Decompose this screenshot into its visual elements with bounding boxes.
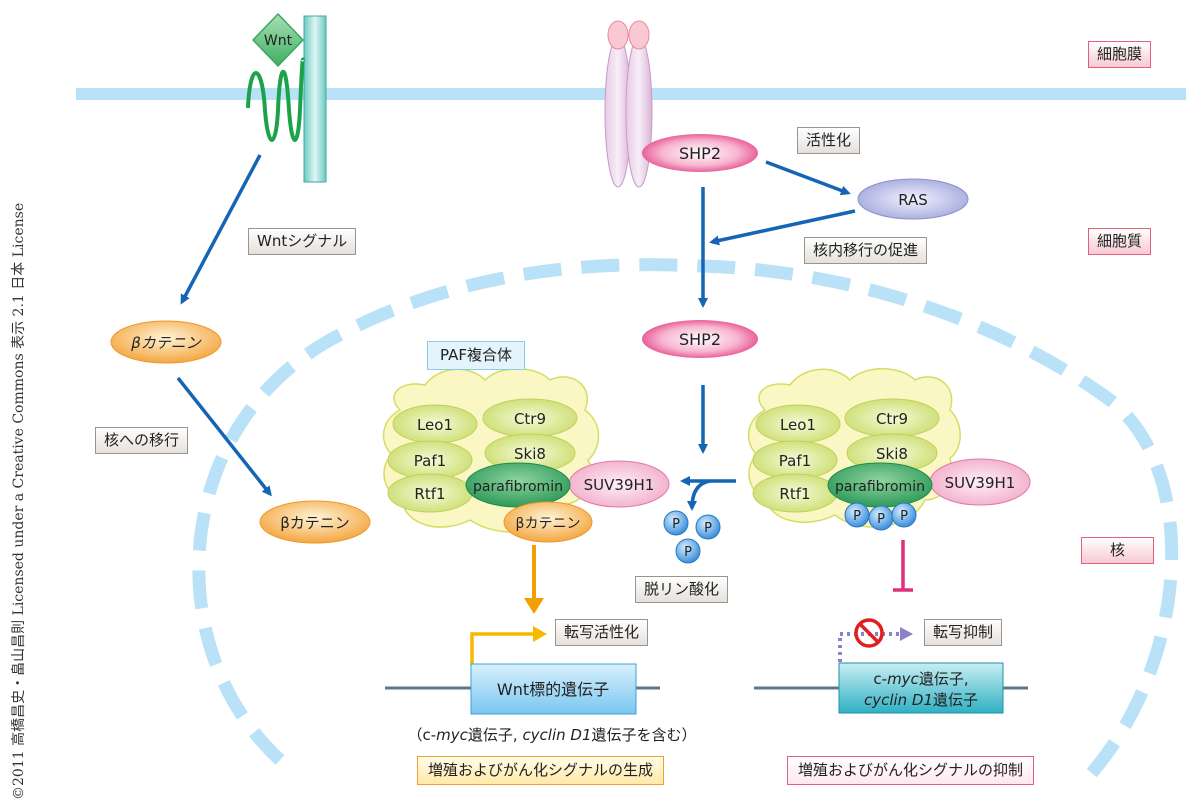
subunit-rtf1: Rtf1 [414, 485, 445, 503]
label-paf-complex: PAF複合体 [427, 341, 525, 370]
gene-box-line1: c-myc遺伝子, [873, 670, 968, 688]
arrow-shp2-to-ras [765, 160, 851, 196]
result-right: 増殖およびがん化シグナルの抑制 [787, 756, 1035, 785]
phospho-group-bound: P P P [844, 502, 917, 531]
subunit-ski8: Ski8 [514, 445, 546, 463]
shp2-nucleus: SHP2 [642, 320, 758, 358]
gene-box-wnt-target-label: Wnt標的遺伝子 [497, 680, 609, 699]
arrow-catenin-to-nucleus [176, 376, 272, 497]
result-left: 増殖およびがん化シグナルの生成 [417, 756, 665, 785]
region-label-cytoplasm: 細胞質 [1088, 228, 1152, 255]
subunit-paf1: Paf1 [779, 452, 811, 470]
region-label-membrane: 細胞膜 [1088, 41, 1152, 68]
transcription-blocked [838, 632, 900, 662]
receptor-tyrosine-kinase [604, 20, 653, 188]
gene-box-wnt-target [470, 663, 637, 715]
svg-text:P: P [684, 545, 692, 560]
subunit-leo1: Leo1 [780, 416, 816, 434]
suv39h1-left: SUV39H1 [584, 476, 655, 494]
arrow-ras-to-shp2 [709, 209, 856, 246]
paf-complex-right: Leo1 Ctr9 Paf1 Ski8 Rtf1 SUV39H1 parafib… [747, 368, 1031, 531]
arrow-activation-head [524, 598, 544, 614]
gene-note: （c-myc遺伝子, cyclin D1遺伝子を含む） [407, 726, 696, 744]
label-transcription-repression: 転写抑制 [924, 619, 1003, 646]
paf-complex-left: Leo1 Ctr9 Paf1 Ski8 Rtf1 SUV39H1 parafib… [382, 368, 670, 543]
transcription-blocked-head [900, 627, 913, 641]
subunit-paf1: Paf1 [414, 452, 446, 470]
arrow-wnt-to-catenin [180, 154, 262, 305]
label-dephosphorylation: 脱リン酸化 [635, 576, 729, 603]
phospho-group-released: P P P [663, 510, 721, 564]
copyright-credit: ©2011 高橋昌史・畠山昌則 Licensed under a Creativ… [11, 202, 27, 800]
wnt-ligand-label: Wnt [264, 33, 293, 49]
prohibition-icon [854, 618, 884, 648]
svg-text:SHP2: SHP2 [679, 330, 721, 349]
gene-box-line2: cyclin D1遺伝子 [864, 691, 978, 709]
shp2-membrane: SHP2 [642, 134, 758, 172]
region-label-nucleus: 核 [1081, 537, 1154, 564]
svg-text:P: P [900, 509, 908, 524]
label-wnt-signal: Wntシグナル [248, 228, 357, 255]
subunit-ctr9: Ctr9 [876, 410, 908, 428]
subunit-rtf1: Rtf1 [779, 485, 810, 503]
subunit-leo1: Leo1 [417, 416, 453, 434]
gene-box-cmyc-cyclin [838, 662, 1004, 714]
transcription-start-left [470, 632, 535, 665]
wnt-ligand: Wnt [252, 13, 304, 67]
label-transcription-activation: 転写活性化 [555, 619, 649, 646]
beta-catenin-cytoplasm: βカテニン [110, 320, 222, 364]
svg-text:P: P [877, 512, 885, 527]
label-activation: 活性化 [797, 127, 861, 154]
nuclear-envelope [192, 258, 1179, 780]
arrow-phospho-release [687, 479, 711, 511]
svg-text:βカテニン: βカテニン [280, 514, 350, 532]
svg-text:P: P [853, 509, 861, 524]
svg-text:SHP2: SHP2 [679, 144, 721, 163]
parafibromin-left: parafibromin [473, 479, 563, 495]
beta-catenin-bound: βカテニン [516, 516, 581, 532]
frizzled-coil [246, 57, 305, 142]
label-nuclear-translocation: 核への移行 [95, 427, 189, 454]
svg-text:RAS: RAS [898, 191, 928, 209]
ras-protein: RAS [857, 178, 969, 220]
suv39h1-right: SUV39H1 [945, 474, 1016, 492]
subunit-ski8: Ski8 [876, 445, 908, 463]
svg-text:βカテニン: βカテニン [130, 334, 202, 352]
svg-text:P: P [704, 521, 712, 536]
svg-text:P: P [672, 517, 680, 532]
transcription-start-left-head [533, 626, 547, 642]
label-promote-import: 核内移行の促進 [804, 237, 928, 264]
parafibromin-right: parafibromin [835, 479, 925, 495]
subunit-ctr9: Ctr9 [514, 410, 546, 428]
beta-catenin-nucleus: βカテニン [259, 500, 371, 544]
frizzled-receptor [303, 15, 327, 183]
